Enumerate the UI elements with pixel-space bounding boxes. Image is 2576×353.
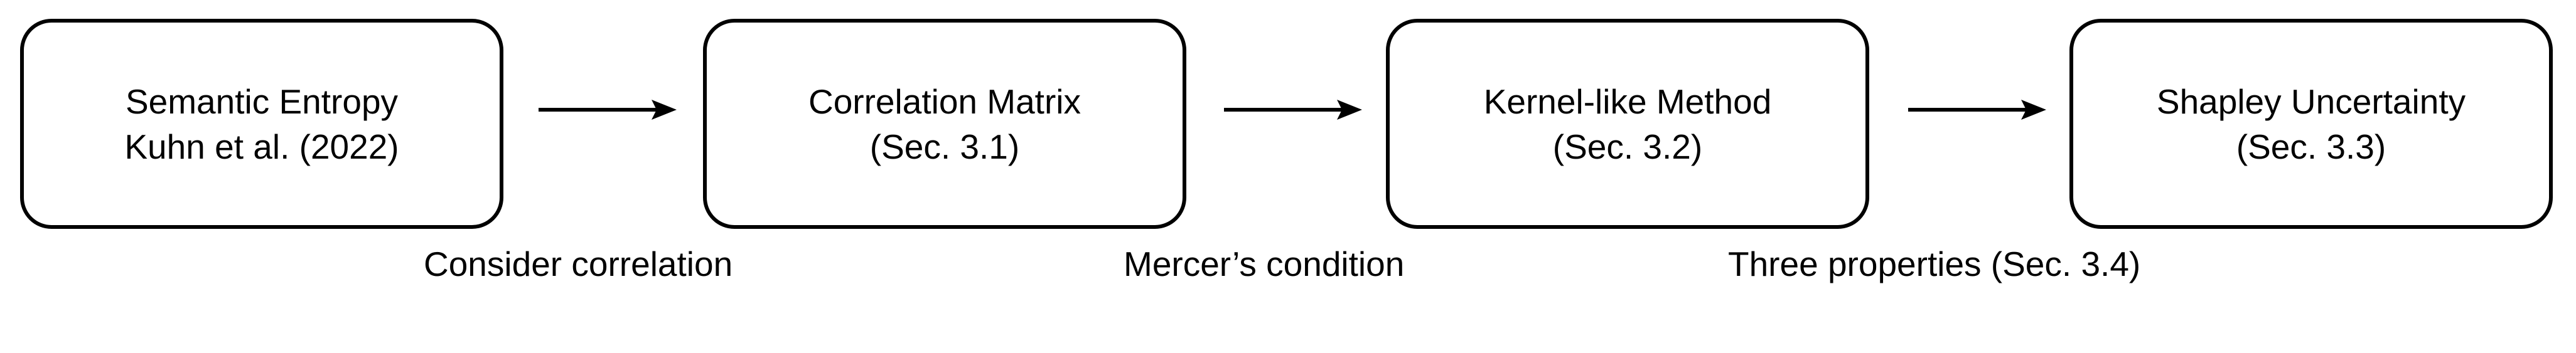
node-semantic-entropy: Semantic Entropy Kuhn et al. (2022): [20, 19, 503, 229]
arrow-right-icon: [1224, 100, 1362, 120]
edge-label-consider-correlation: Consider correlation: [424, 245, 733, 283]
node-title: Correlation Matrix: [808, 82, 1081, 121]
node-subtitle: (Sec. 3.2): [1552, 127, 1703, 166]
node-correlation-matrix: Correlation Matrix (Sec. 3.1): [703, 19, 1186, 229]
node-shapley-uncertainty: Shapley Uncertainty (Sec. 3.3): [2069, 19, 2553, 229]
node-subtitle: (Sec. 3.3): [2236, 127, 2386, 166]
node-title: Semantic Entropy: [125, 82, 399, 121]
node-title: Shapley Uncertainty: [2156, 82, 2466, 121]
arrow-right-icon: [1908, 100, 2046, 120]
arrow-right-icon: [539, 100, 677, 120]
node-title: Kernel-like Method: [1483, 82, 1772, 121]
edge-label-three-properties: Three properties (Sec. 3.4): [1728, 245, 2141, 283]
node-subtitle: Kuhn et al. (2022): [124, 127, 399, 166]
node-kernel-like-method: Kernel-like Method (Sec. 3.2): [1386, 19, 1869, 229]
edge-label-mercers-condition: Mercer’s condition: [1124, 245, 1405, 283]
node-subtitle: (Sec. 3.1): [869, 127, 1020, 166]
